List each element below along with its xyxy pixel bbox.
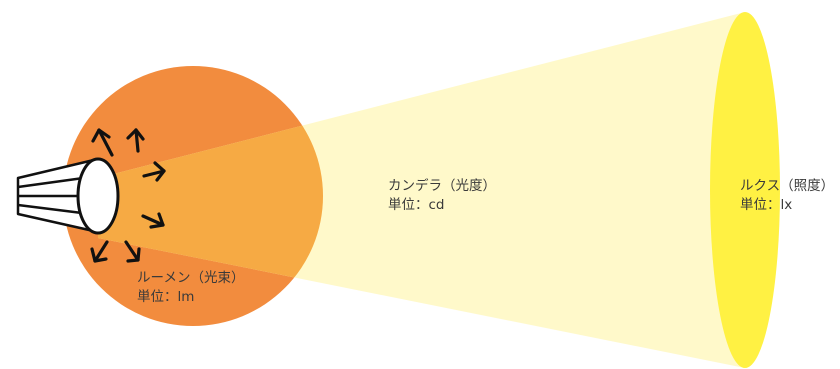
lux-label: ルクス（照度） 単位：lx: [740, 177, 834, 215]
arrow-icon: [126, 128, 145, 153]
lux-title: ルクス（照度）: [740, 178, 835, 194]
lumen-title: ルーメン（光束）: [137, 270, 245, 286]
lumen-label: ルーメン（光束） 単位：lm: [137, 269, 244, 307]
arrow-icon: [142, 161, 166, 182]
candela-beam: [98, 12, 745, 368]
candela-label: カンデラ（光度） 単位：cd: [388, 177, 496, 215]
arrow-icon: [91, 128, 114, 157]
candela-title: カンデラ（光度）: [388, 178, 496, 194]
arrow-icon: [124, 240, 141, 263]
lux-surface: [710, 12, 780, 368]
candela-unit: 単位：cd: [388, 197, 445, 213]
radiating-arrows: [90, 128, 166, 263]
lamp-lens: [76, 157, 120, 235]
lux-unit: 単位：lx: [740, 197, 793, 213]
arrow-icon: [141, 212, 165, 229]
arrow-icon: [90, 240, 109, 263]
lumen-unit: 単位：lm: [137, 289, 195, 305]
flashlight-icon: [16, 157, 120, 235]
